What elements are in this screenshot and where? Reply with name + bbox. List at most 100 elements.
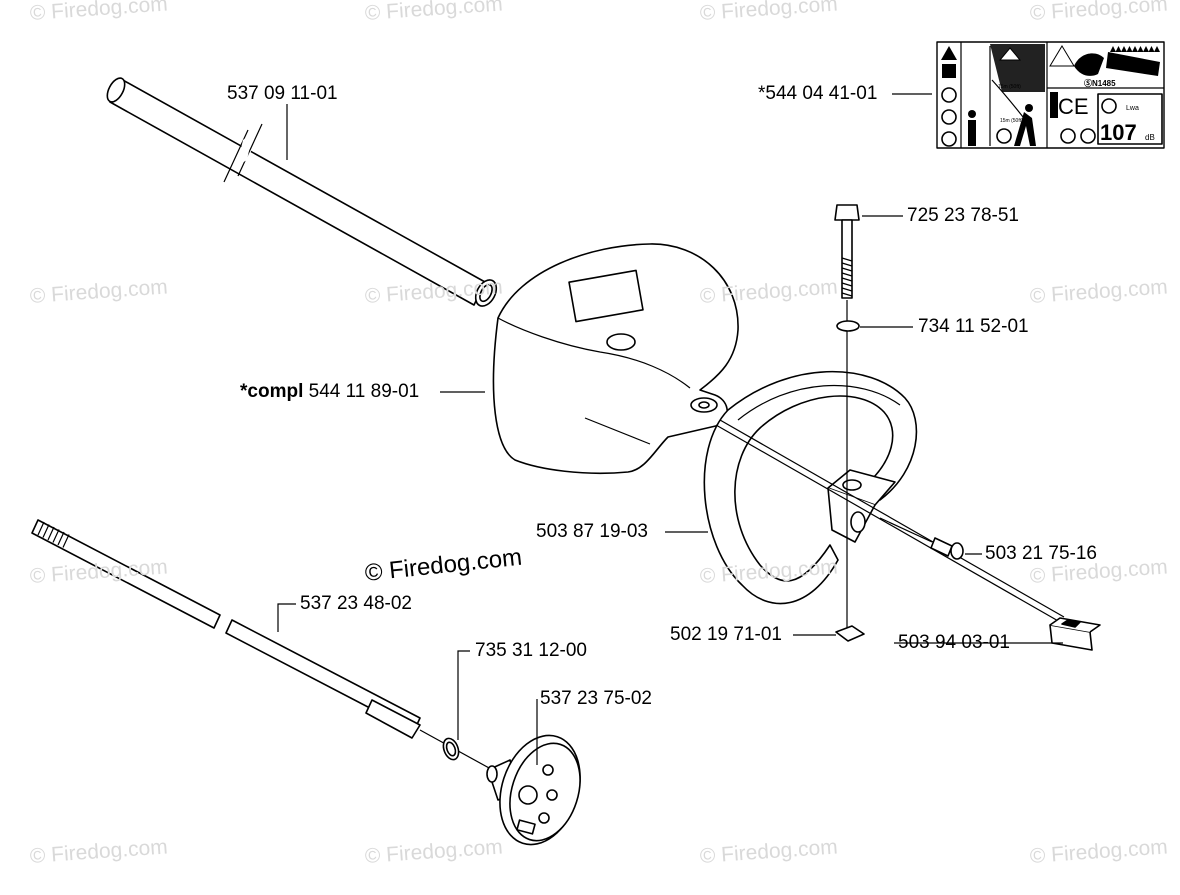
blade-tooth (1143, 46, 1149, 52)
cable-clip (1049, 617, 1101, 651)
screw-shank (930, 537, 953, 557)
screw-axis (879, 517, 933, 543)
shaft-spline (37, 521, 45, 536)
drum-hub (486, 765, 498, 783)
bolt-thread (841, 287, 853, 292)
part-label-handle[interactable]: 503 87 19-03 (536, 521, 648, 542)
hazard-triangle-icon (1049, 45, 1075, 67)
drive-shaft (31, 519, 521, 786)
shaft-square-end (365, 699, 421, 739)
shaft-spline (47, 526, 55, 541)
part-label-washer[interactable]: 734 11 52-01 (918, 316, 1029, 337)
part-label-oring[interactable]: 735 31 12-00 (475, 640, 587, 661)
part-label-decal[interactable]: *544 04 41-01 (758, 83, 878, 104)
guard-boss (606, 333, 636, 351)
approval-mark-icon (1060, 128, 1076, 144)
blade-tooth (1121, 46, 1127, 52)
drum-center-hole (518, 785, 538, 805)
tube-break-line (223, 129, 249, 183)
guard-mount-hole-inner (698, 401, 710, 409)
hand-icon (1074, 53, 1104, 76)
part-label-driveshaft[interactable]: 537 23 48-02 (300, 593, 412, 614)
glove-icon (941, 131, 957, 147)
leader-line (457, 650, 470, 740)
shaft-upper (31, 519, 221, 629)
bolt-thread (841, 262, 853, 267)
bolt-thread (841, 282, 853, 287)
electric-warning-icon (998, 47, 1022, 61)
tube-break-fill (237, 132, 253, 166)
shaft-spline (62, 534, 70, 548)
blade-tooth (1115, 46, 1122, 52)
part-label-bolt[interactable]: 725 23 78-51 (907, 205, 1019, 226)
clamp-hole (842, 479, 862, 491)
clip-slot (1061, 619, 1081, 628)
bolt-head (834, 204, 860, 221)
screw-head (950, 542, 964, 560)
bolt-thread (841, 272, 853, 277)
shaft-tube (106, 77, 498, 307)
bolt-thread (841, 292, 853, 297)
no-bystander-icon (996, 128, 1012, 144)
leader-line (277, 603, 296, 632)
compl-prefix: *compl (240, 381, 304, 402)
clutch-drum (486, 734, 581, 846)
drum-window (516, 819, 536, 835)
guard-number: 544 11 89-01 (308, 381, 420, 402)
handle-grip-line (737, 384, 901, 421)
bolt (834, 204, 860, 630)
blade-tooth (1137, 46, 1144, 52)
guard-rim (497, 317, 691, 389)
drum-hole (542, 764, 554, 776)
part-label-clutch-drum[interactable]: 537 23 75-02 (540, 688, 652, 709)
hedge-blade-icon (1106, 52, 1160, 76)
guard-shade-line (584, 417, 651, 445)
cable-line (719, 419, 1065, 618)
person-head-icon (968, 110, 976, 118)
bolt-thread (841, 277, 853, 282)
washer (836, 320, 860, 332)
bolt-thread (841, 257, 853, 262)
square-nut (835, 625, 865, 642)
part-label-nut[interactable]: 502 19 71-01 (670, 624, 782, 645)
ear-protection-icon (941, 87, 957, 103)
tube-end-left (106, 77, 126, 103)
noise-value: 107 (1100, 120, 1137, 145)
manual-icon (942, 64, 956, 78)
tube-break-line (237, 123, 263, 177)
part-label-clip[interactable]: 503 94 03-01 (898, 632, 1010, 653)
blade-tooth (1148, 46, 1155, 52)
blade-tooth (1132, 46, 1138, 52)
handle-loop (703, 370, 918, 605)
bolt-thread (841, 267, 853, 272)
guard-shell (492, 243, 739, 475)
eye-protection-icon (941, 109, 957, 125)
clip-body (1049, 624, 1093, 651)
gs-mark-icon (1080, 128, 1096, 144)
operator-head-icon (1025, 104, 1033, 112)
drum-hole (538, 812, 550, 824)
distance-label: 15m (50ft) (1000, 118, 1023, 124)
clamp-bore (850, 511, 866, 533)
drum-face (509, 742, 581, 842)
shaft-spline (42, 524, 50, 538)
blade-tooth (1126, 46, 1133, 52)
ear-icon (1101, 98, 1117, 114)
approval-bar (1050, 92, 1058, 118)
ce-mark: CE (1058, 94, 1089, 119)
certification-number: ⓈN1485 (1084, 78, 1116, 88)
throttle-cable (715, 419, 1065, 623)
o-ring-inner (445, 741, 457, 757)
part-label-screw[interactable]: 503 21 75-16 (985, 543, 1097, 564)
operator-icon (1014, 112, 1036, 146)
tube-bore (479, 283, 493, 303)
guard-decal-panel (568, 269, 644, 323)
blade-tooth (1110, 46, 1116, 52)
blade-tooth (1154, 46, 1160, 52)
screw (879, 517, 964, 560)
part-label-tube[interactable]: 537 09 11-01 (227, 83, 338, 104)
part-label-guard[interactable]: *compl 544 11 89-01 (240, 382, 419, 402)
shaft-spline (52, 529, 60, 543)
